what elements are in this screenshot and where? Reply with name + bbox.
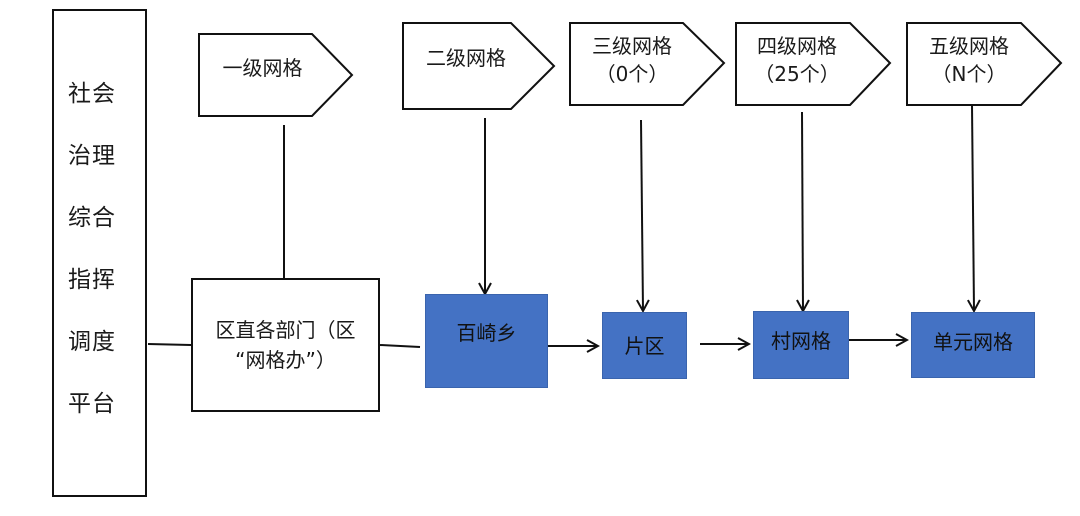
township-label: 百崎乡 xyxy=(456,321,517,345)
level-5-label: 五级网格 （N个） xyxy=(910,32,1028,88)
district-to-township-line xyxy=(379,344,421,348)
platform-label-line: 社会 xyxy=(68,81,116,107)
area-node: 片区 xyxy=(602,312,687,379)
platform-label-line: 指挥 xyxy=(68,267,116,293)
platform-label-line: 平台 xyxy=(68,391,116,417)
district-departments-node: 区直各部门（区 “网格办”） xyxy=(191,278,380,412)
unit-grid-label: 单元网格 xyxy=(933,330,1013,354)
command-platform-box: 社会 治理 综合 指挥 调度 平台 xyxy=(52,9,147,497)
village-grid-node: 村网格 xyxy=(753,311,849,379)
level-4-arrow xyxy=(802,111,803,311)
level-title: 三级网格 xyxy=(592,34,672,58)
level-5-arrow xyxy=(972,104,974,311)
level-4-label: 四级网格 （25个） xyxy=(738,32,856,88)
level-count: （0个） xyxy=(595,62,669,86)
level-3-arrow xyxy=(641,119,643,311)
level-1-label: 一级网格 xyxy=(205,54,320,82)
district-label-line1: 区直各部门（区 xyxy=(215,318,356,342)
level-count: （25个） xyxy=(754,62,840,86)
platform-label-line: 调度 xyxy=(68,329,116,355)
level-title: 二级网格 xyxy=(426,46,506,70)
platform-label-line: 治理 xyxy=(68,143,116,169)
level-2-label: 二级网格 xyxy=(410,44,522,72)
level-4-shape xyxy=(735,22,892,106)
level-5-shape xyxy=(906,22,1063,106)
level-3-label: 三级网格 （0个） xyxy=(573,32,691,88)
level-title: 五级网格 xyxy=(929,34,1009,58)
platform-label-line: 综合 xyxy=(68,205,116,231)
level-title: 四级网格 xyxy=(757,34,837,58)
district-label-line2: “网格办”） xyxy=(235,348,336,372)
level-count: （N个） xyxy=(931,62,1007,86)
area-label: 片区 xyxy=(624,333,665,358)
township-node: 百崎乡 xyxy=(425,294,548,388)
village-grid-label: 村网格 xyxy=(771,329,831,353)
platform-label: 社会 治理 综合 指挥 调度 平台 xyxy=(68,63,128,435)
level-2-shape xyxy=(402,22,556,110)
platform-to-district-line xyxy=(147,343,192,346)
level-1-shape xyxy=(198,33,354,117)
level-3-shape xyxy=(569,22,726,106)
unit-grid-node: 单元网格 xyxy=(911,312,1035,378)
level-title: 一级网格 xyxy=(222,56,303,80)
